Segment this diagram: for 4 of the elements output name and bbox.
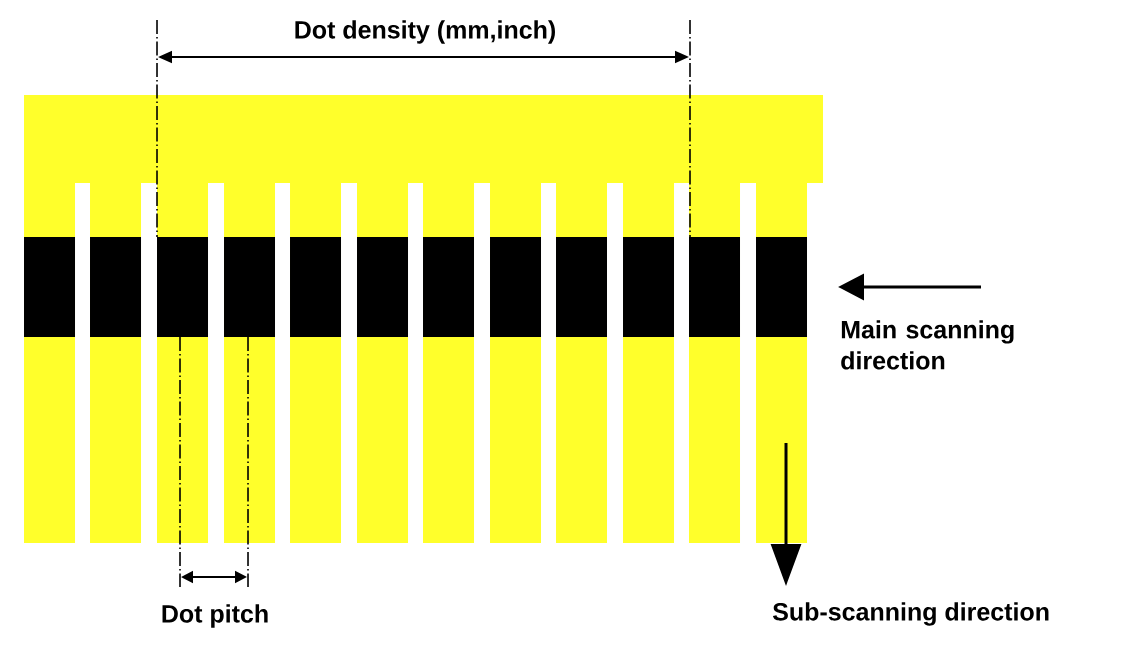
dimension-label: Dot density (mm,inch)	[295, 20, 555, 44]
direction-label: Sub-scanning direction	[772, 602, 1049, 626]
direction-label: Main scanning direction	[841, 320, 1014, 370]
dimension-label: Dot pitch	[162, 604, 268, 628]
